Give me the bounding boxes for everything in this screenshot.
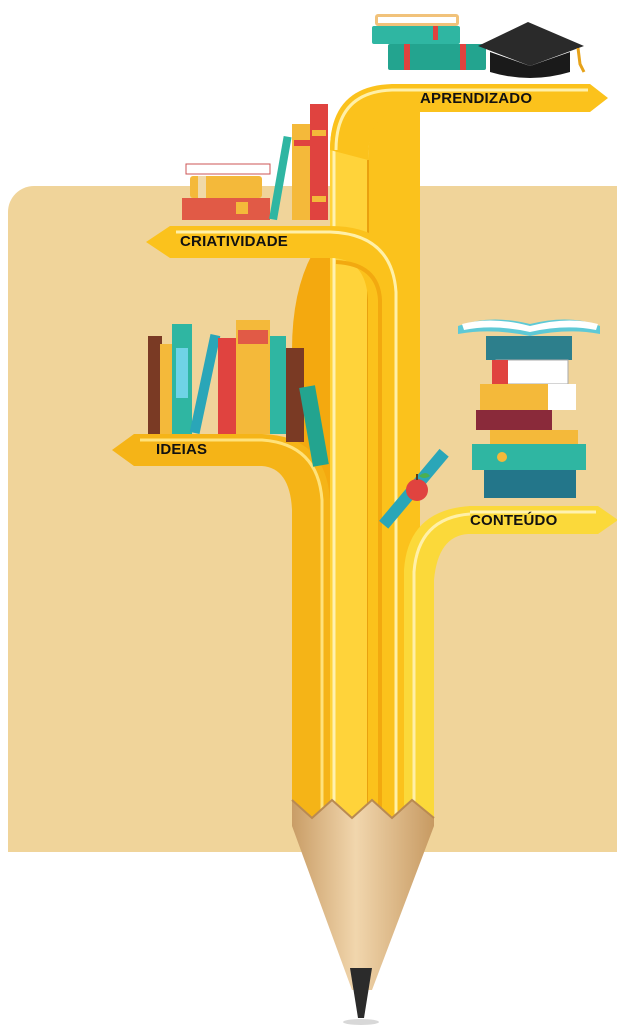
books-ideias <box>148 320 329 467</box>
pencil-tip <box>291 798 435 1025</box>
label-conteudo: CONTEÚDO <box>470 512 558 529</box>
ideias-arm <box>112 434 330 820</box>
aprendizado-arm <box>330 84 608 160</box>
label-ideias: IDEIAS <box>156 441 208 458</box>
label-criatividade: CRIATIVIDADE <box>180 233 288 250</box>
books-criatividade <box>182 104 328 221</box>
criatividade-arm <box>146 226 404 820</box>
books-aprendizado <box>372 14 586 78</box>
label-aprendizado: APRENDIZADO <box>420 90 533 107</box>
books-conteudo <box>379 319 600 529</box>
conteudo-arm <box>404 506 617 820</box>
